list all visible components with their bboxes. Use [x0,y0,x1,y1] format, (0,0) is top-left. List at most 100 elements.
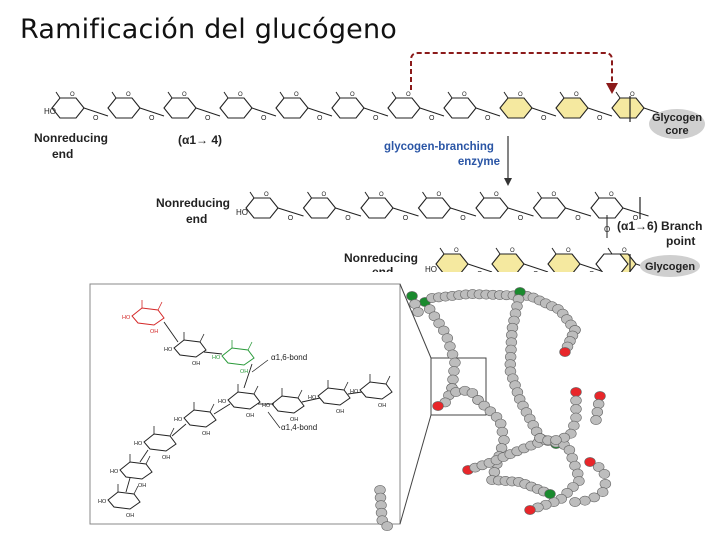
glucose-bead [570,412,582,423]
glucose-unit: OO [245,191,304,222]
bridge-oxygen: O [205,115,211,122]
bridge-oxygen: O [288,215,294,222]
alpha-1-4-bond-label: α1,4-bond [281,423,317,432]
ch2oh-stub [503,91,509,99]
a16-pointer [251,359,269,373]
ho-label-mid: HO [236,208,248,217]
a14-pointer [267,411,281,429]
hydroxyl-label: HO [122,315,131,321]
glycosidic-bond [467,263,493,272]
ch2oh-stub [307,191,312,199]
hydroxyl-label: HO [308,395,317,401]
ring-oxygen: O [350,92,355,98]
glycosidic-bond [307,107,333,117]
ho-label-top: HO [44,107,56,116]
ch2oh-stub [249,191,255,199]
glycosidic-bond [213,403,231,415]
hydroxyl-label: HO [164,347,173,353]
branch-point-label: (α1→6) Branch [617,219,702,233]
glucose-unit: OO [491,247,549,272]
glycosidic-bond [83,107,109,117]
ch2oh-stub [479,191,485,199]
enzyme-label-1: glycogen-branching [384,141,494,153]
glucose-unit: OO [107,91,165,122]
zoom-line-bottom [399,414,432,525]
glucose-bead [444,341,456,352]
ch2oh-stub [55,91,61,99]
glycosidic-bond [125,477,131,493]
ch2oh-stub [447,91,453,99]
ring-oxygen: O [622,248,627,254]
hydroxyl-label: OH [150,329,158,335]
glucose-ring [107,97,141,119]
glucose-bead [598,469,611,479]
hydroxyl-label: HO [262,403,271,409]
transferred-glucose-ring [491,253,525,272]
substituent [253,385,259,395]
hydroxyl-label: OH [290,417,298,423]
glucose-unit: OO [499,91,557,122]
glucose-unit: OO [275,91,333,122]
ring-oxygen: O [630,92,635,98]
glucose-bead [590,415,602,425]
glycosidic-bond [419,107,445,117]
glucose-ring [443,97,477,119]
branch-o-label: O [604,225,610,234]
zoom-region [430,357,487,416]
glucose-bead [466,388,479,398]
ring-oxygen: O [462,92,467,98]
glucose-bead [570,404,582,414]
ch2oh-stub [594,191,600,199]
ch2oh-stub [167,91,173,99]
glucose-unit: OO [302,191,362,222]
ch2oh-stub [615,91,621,99]
glucose-bead [488,467,501,477]
ch2oh-stub [111,91,117,99]
glucose-bead [498,435,510,445]
glycosidic-bond [531,107,557,117]
substituent [157,301,163,311]
ring-oxygen: O [70,92,75,98]
glucose-ring [331,97,365,119]
glucose-ring [475,197,509,219]
glucose-unit: OO [387,91,445,122]
bridge-oxygen: O [460,215,466,222]
substituent [385,375,391,385]
ch2oh-stub [537,191,542,199]
ring-oxygen: O [294,92,299,98]
substituent [343,381,349,391]
hydroxyl-label: HO [350,389,359,395]
ring-oxygen: O [182,92,187,98]
hydroxyl-label: HO [174,417,183,423]
glucose-bead [381,521,393,532]
glucose-bead [593,462,605,472]
glucose-bead [447,374,459,385]
bridge-oxygen: O [403,215,409,222]
glucose-ring [163,97,197,119]
glycosidic-bond [587,107,613,117]
bridge-oxygen: O [261,115,267,122]
glycosidic-bond [450,207,477,217]
glycosidic-bond [347,391,363,395]
nonreducing-end-label-mid-2: end [186,212,207,226]
transferred-glucose-ring [611,97,645,119]
glycosidic-bond [171,423,187,437]
glucose-ring [360,197,394,219]
hydroxyl-label: OH [138,483,146,489]
ring-oxygen: O [510,248,515,254]
glucose-ring [219,97,253,119]
inset-structure-box [89,283,401,525]
zoom-line-top [399,283,432,359]
glycosidic-bond [392,207,419,217]
nonreducing-end-label-low-2: end [372,265,393,279]
glucose-ring [51,97,85,119]
glucose-unit: OO [219,91,277,122]
nonreducing-end-label-top-2: end [52,147,73,161]
ch2oh-stub [223,91,229,99]
glucose-bead [495,418,507,429]
glucose-unit: OO [51,91,109,122]
